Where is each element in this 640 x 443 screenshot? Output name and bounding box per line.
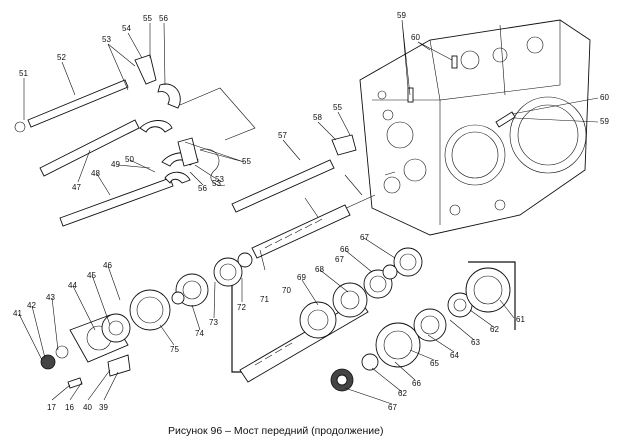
callout: 55 [333,103,342,112]
callout: 53 [215,175,224,184]
callout: 17 [47,403,56,412]
gear-cluster-mid [299,247,423,339]
callout: 16 [65,403,74,412]
axle-housing [359,19,591,236]
callout: 61 [516,315,525,324]
callout: 56 [159,14,168,23]
callout: 47 [72,183,81,192]
callout: 67 [388,403,397,412]
callout: 52 [57,53,66,62]
callout: 42 [27,301,36,310]
callout: 60 [600,93,609,102]
shift-fork-upper [134,54,181,133]
callout: 49 [111,160,120,169]
callout: 57 [278,131,287,140]
callout: 40 [83,403,92,412]
callout: 60 [411,33,420,42]
callout: 56 [198,184,207,193]
callout: 55 [242,157,251,166]
callout: 72 [237,303,246,312]
callout: 66 [340,245,349,254]
callout: 64 [450,351,459,360]
callout: 48 [91,169,100,178]
callout: 53 [212,179,221,188]
callout: 44 [68,281,77,290]
figure-caption: Рисунок 96 – Мост передний (продолжение) [168,425,383,437]
shift-rod-57 [231,159,335,213]
callout: 43 [46,293,55,302]
callout: 67 [335,255,344,264]
callout: 41 [13,309,22,318]
shift-rod-52 [14,79,129,133]
callout-labels: 51 52 53 54 55 56 59 60 60 59 57 58 55 5… [13,11,609,412]
callout: 73 [209,318,218,327]
callout: 58 [313,113,322,122]
callout: 45 [87,271,96,280]
callout: 68 [315,265,324,274]
callout: 62 [398,389,407,398]
shift-rod-48 [59,177,174,227]
callout: 55 [143,14,152,23]
callout: 69 [297,273,306,282]
callout: 46 [103,261,112,270]
callout: 66 [412,379,421,388]
spline-shaft-71 [251,204,351,259]
callout: 50 [125,155,134,164]
gear-cluster-lower [330,267,511,392]
callout: 70 [282,286,291,295]
callout: 39 [99,403,108,412]
callout: 75 [170,345,179,354]
leader-lines [18,19,599,405]
callout: 71 [260,295,269,304]
callout: 74 [195,329,204,338]
callout: 54 [122,24,131,33]
callout: 51 [19,69,28,78]
callout: 62 [490,325,499,334]
callout: 53 [102,35,111,44]
callout: 67 [360,233,369,242]
flange-cover [40,313,131,389]
callout: 63 [471,338,480,347]
callout: 59 [397,11,406,20]
callout: 65 [430,359,439,368]
callout: 59 [600,117,609,126]
shift-rod-47 [39,119,140,177]
gear-group-front [129,252,253,331]
